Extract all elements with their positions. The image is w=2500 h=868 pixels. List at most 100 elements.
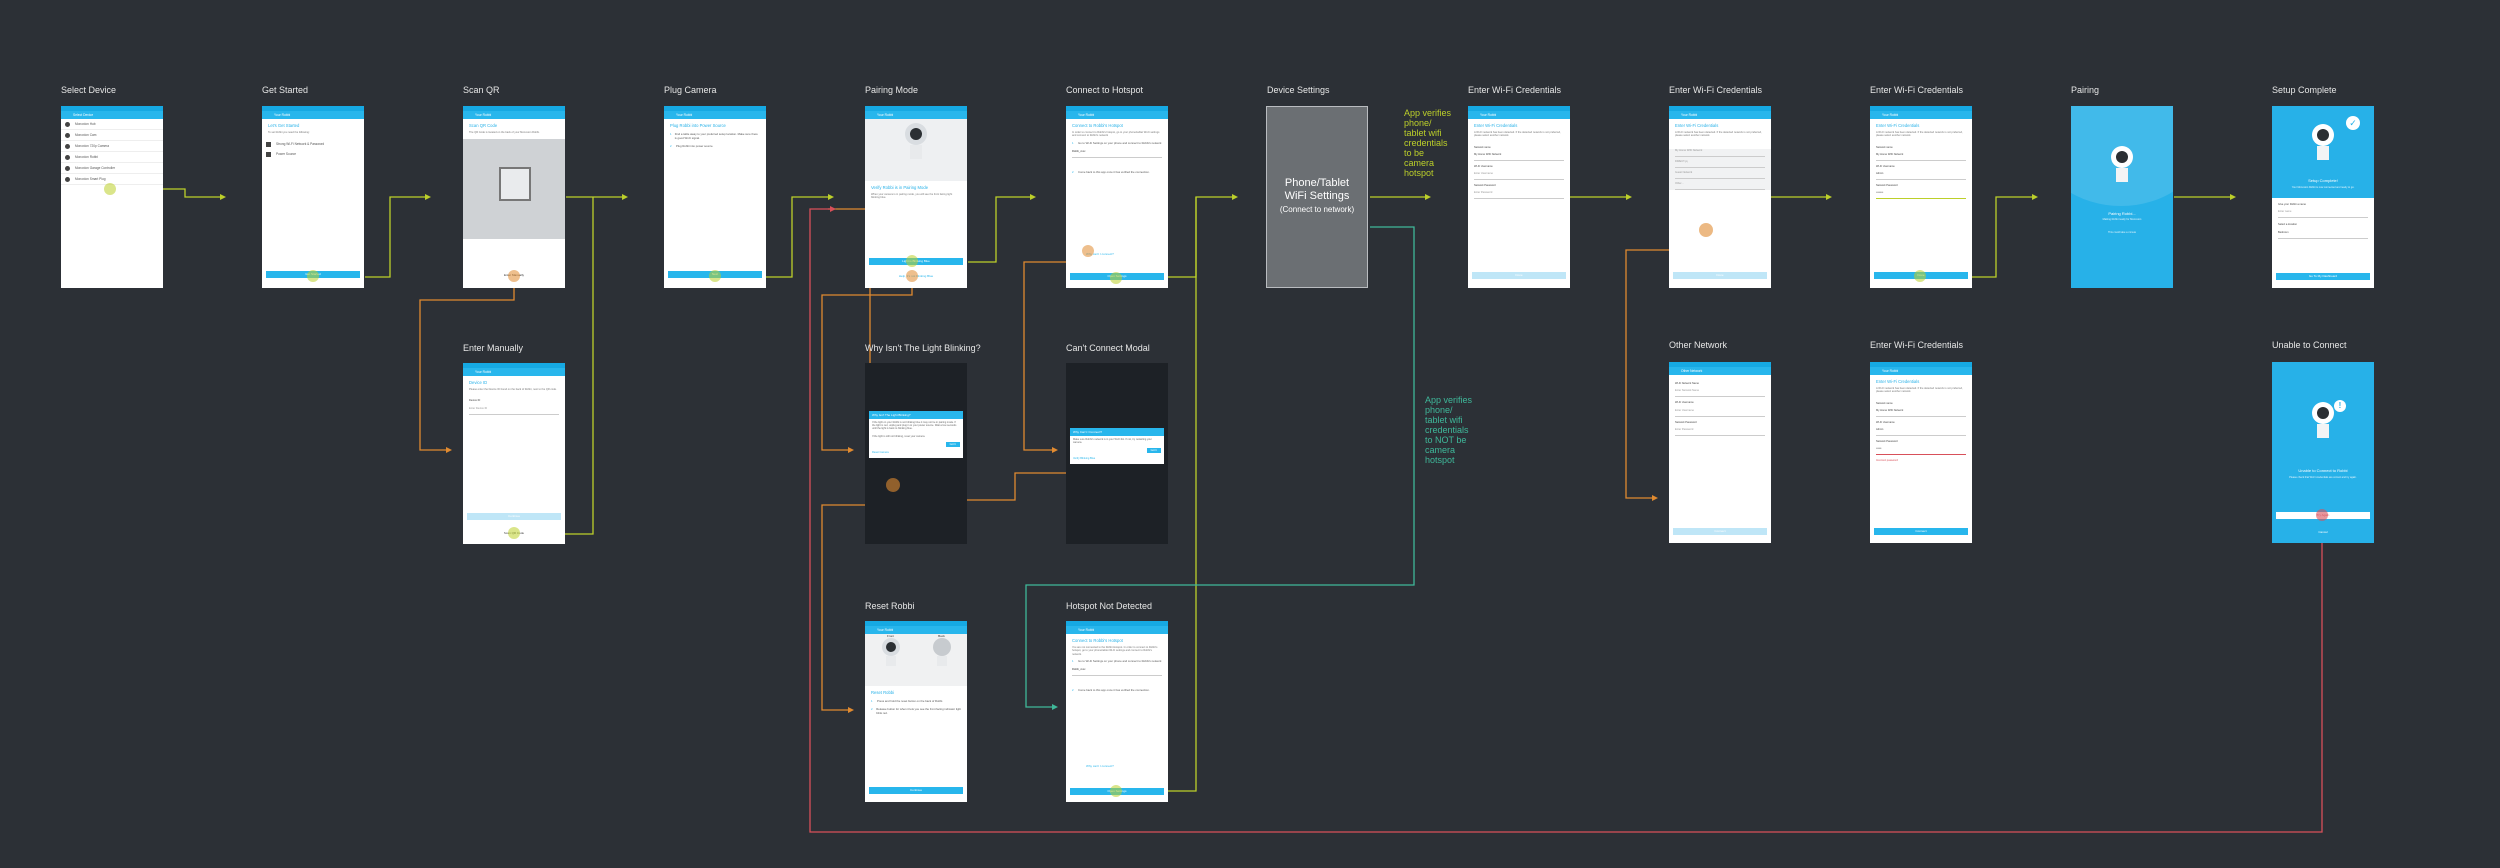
network-select[interactable]: My Home WiFi Network xyxy=(1876,409,1966,417)
device-list-item[interactable]: Monoxion Hub xyxy=(61,119,163,130)
instruction-text: When your camera is in pairing mode, you… xyxy=(871,193,953,200)
hub-icon xyxy=(65,121,70,127)
screen-enter-wifi-2: Your Robbi Enter Wi-Fi Credentials A Wi-… xyxy=(1669,106,1771,288)
got-it-button[interactable]: Got It xyxy=(1146,448,1161,454)
instruction-text: Please enter the Device ID found on the … xyxy=(469,388,557,391)
network-select[interactable]: My Home WiFi Network xyxy=(1876,153,1966,161)
why-cant-connect-link[interactable]: Why can't I connect? xyxy=(1086,764,1114,768)
screen-heading: Plug Robbi into Power Source xyxy=(670,123,726,128)
network-select[interactable]: Robbi_xxxx xyxy=(1072,150,1162,158)
done-button[interactable]: Done xyxy=(1673,272,1767,279)
device-list-item[interactable]: Monoxion 720p Camera xyxy=(61,141,163,152)
network-select[interactable]: Robbi_xxxx xyxy=(1072,668,1162,676)
instruction-text: A Wi-Fi network has been detected. If th… xyxy=(1876,387,1963,394)
robbi-illustration xyxy=(2272,402,2374,438)
screen-heading: Enter Wi-Fi Credentials xyxy=(1675,123,1719,128)
field-label: Network Password xyxy=(1675,420,1697,424)
network-name-field[interactable]: Enter Network Name xyxy=(1675,389,1765,398)
tap-indicator xyxy=(709,270,721,282)
password-field[interactable]: Enter Password xyxy=(1675,428,1765,436)
arrowhead xyxy=(1052,704,1058,710)
garage-icon xyxy=(65,165,70,171)
go-to-dashboard-button[interactable]: Go To My Dashboard xyxy=(2276,273,2370,280)
tap-indicator xyxy=(1082,245,1094,257)
screen-heading: Verify Robbi is in Pairing Mode xyxy=(871,185,929,190)
field-label: Network name xyxy=(1876,145,1893,149)
list-item-label: Monoxion Smart Plug xyxy=(75,177,106,181)
status-bar xyxy=(1669,362,1771,367)
network-option[interactable]: My Home WiFi Network xyxy=(1675,149,1765,157)
instruction-text: In order to connect to Robbi's hotspot, … xyxy=(1072,131,1160,138)
device-id-field[interactable]: Enter Device ID xyxy=(469,407,559,415)
device-list-item[interactable]: Monoxion Garage Controller xyxy=(61,163,163,174)
screen-heading: Scan QR Code xyxy=(469,123,498,128)
screen-enter-wifi-1: Your Robbi Enter Wi-Fi Credentials A Wi-… xyxy=(1468,106,1570,288)
tap-indicator xyxy=(886,478,900,492)
username-field[interactable]: Admin xyxy=(1876,172,1966,181)
done-button[interactable]: Done xyxy=(1472,272,1566,279)
nav-bar: Your Robbi xyxy=(1468,111,1570,119)
network-select[interactable]: My Home WiFi Network xyxy=(1474,153,1564,161)
instruction-text: You are not connected to the Robbi Hotsp… xyxy=(1072,646,1158,656)
network-picker: My Home WiFi Network DIRECT-jq Guest Net… xyxy=(1669,148,1771,190)
username-field[interactable]: Enter Username xyxy=(1675,409,1765,417)
password-field[interactable]: •••••••• xyxy=(1876,191,1966,200)
screen-heading: Enter Wi-Fi Credentials xyxy=(1876,379,1920,384)
requirement-label: Strong Wi-Fi Network & Password xyxy=(276,142,325,147)
network-option[interactable]: Other... xyxy=(1675,182,1765,190)
continue-button[interactable]: Continue xyxy=(467,513,561,520)
nav-bar: Your Robbi xyxy=(463,111,565,119)
device-list-item[interactable]: Monoxion Cam xyxy=(61,130,163,141)
network-option[interactable]: Guest Network xyxy=(1675,171,1765,179)
tap-indicator xyxy=(508,527,520,539)
screen-hotspot-not-detected: Your Robbi Connect to Robbi's Hotspot Yo… xyxy=(1066,621,1168,802)
reset-camera-link[interactable]: Reset Camera xyxy=(872,450,889,454)
title-enter-wifi-2: Enter Wi-Fi Credentials xyxy=(1669,85,1763,95)
username-field[interactable]: Admin xyxy=(1876,428,1966,437)
hero-banner: ✓ Setup Complete! Your Monoxion Robbi is… xyxy=(2272,106,2374,198)
field-label: Wi-Fi Network Name xyxy=(1675,382,1699,385)
username-field[interactable]: Enter Username xyxy=(1474,172,1564,181)
verify-blinking-link[interactable]: Verify Blinking Blue xyxy=(1073,457,1096,461)
modal-extra: If the light is still not blinking, rese… xyxy=(872,434,926,438)
title-pairing: Pairing xyxy=(2071,85,2100,95)
robbi-illustration xyxy=(865,119,967,181)
device-list-item[interactable]: Monoxion Robbi xyxy=(61,152,163,163)
status-bar xyxy=(463,363,565,368)
connect-button[interactable]: Connect xyxy=(1673,528,1767,535)
network-option[interactable]: DIRECT-jq xyxy=(1675,160,1765,168)
title-why-light: Why Isn't The Light Blinking? xyxy=(865,343,981,353)
robbi-name-field[interactable]: Enter name xyxy=(2278,210,2368,219)
password-field[interactable]: Enter Password xyxy=(1474,191,1564,200)
tap-indicator xyxy=(1110,785,1122,797)
arrowhead xyxy=(1425,194,1431,200)
step-text: Find a table away to your preferred setu… xyxy=(674,132,758,140)
status-bar xyxy=(1066,106,1168,111)
why-cant-connect-link[interactable]: Why can't I connect? xyxy=(1086,252,1114,256)
nav-bar: Your Robbi xyxy=(463,368,565,376)
title-enter-wifi-3: Enter Wi-Fi Credentials xyxy=(1870,85,1964,95)
nav-bar: Select Device xyxy=(61,111,163,119)
screen-heading: Reset Robbi xyxy=(871,690,895,695)
back-label: Back xyxy=(938,634,945,638)
continue-button[interactable]: Continue xyxy=(869,787,963,794)
location-select[interactable]: Bedroom xyxy=(2278,231,2368,239)
pairing-heading: Pairing Robbi... xyxy=(2108,211,2136,216)
title-setup-complete: Setup Complete xyxy=(2272,85,2337,95)
step-text: Plug Robbi into power source. xyxy=(676,144,714,148)
title-enter-wifi-4: Enter Wi-Fi Credentials xyxy=(1870,340,1964,350)
password-field[interactable]: •••••• xyxy=(1876,447,1966,456)
screen-enter-manually: Your Robbi Device ID Please enter the De… xyxy=(463,363,565,544)
screen-select-device: Select Device Monoxion Hub Monoxion Cam … xyxy=(61,106,163,288)
title-reset-robbi: Reset Robbi xyxy=(865,601,915,611)
arrowhead xyxy=(1232,194,1238,200)
connect-button[interactable]: Connect xyxy=(1874,528,1968,535)
got-it-button[interactable]: Got It xyxy=(945,441,960,447)
device-settings-line2: WiFi Settings xyxy=(1284,190,1350,202)
screen-get-started: Your Robbi Let's Get Started To set Robb… xyxy=(262,106,364,288)
camera-viewfinder xyxy=(463,139,565,240)
link-pairing-to-hotspot xyxy=(968,196,1030,263)
cancel-link[interactable]: Cancel xyxy=(2318,530,2328,534)
